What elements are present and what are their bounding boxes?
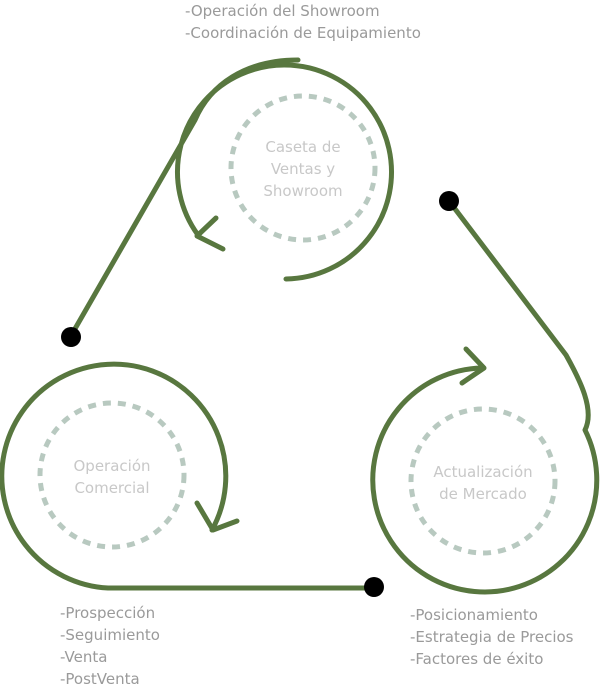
caseta-node-label: Caseta de Ventas y Showroom	[263, 138, 343, 200]
list-item: -Prospección	[60, 604, 156, 622]
operacion-node-label: Operación Comercial	[73, 457, 151, 497]
list-item: -PostVenta	[60, 670, 140, 688]
list-item: -Estrategia de Precios	[410, 628, 574, 646]
list-item: -Coordinación de Equipamiento	[185, 24, 421, 42]
actualizacion-node-label: Actualización de Mercado	[433, 463, 533, 503]
operacion-activities-list: -Prospección -Seguimiento -Venta -PostVe…	[60, 602, 160, 690]
connector-dot-left	[61, 327, 81, 347]
caseta-arrow-icon	[194, 215, 226, 252]
connector-dot-bottom	[364, 577, 384, 597]
operacion-ring	[0, 361, 377, 591]
list-item: -Posicionamiento	[410, 606, 538, 624]
caseta-inner-dashed	[228, 93, 378, 243]
caseta-ring	[69, 57, 394, 337]
actualizacion-arrow-icon	[459, 346, 487, 386]
operacion-arrow-icon	[194, 500, 240, 533]
caseta-activities-list: -Operación del Showroom -Coordinación de…	[185, 0, 421, 44]
actualizacion-inner-dashed	[408, 406, 558, 556]
actualizacion-ring	[370, 198, 600, 595]
actualizacion-activities-list: -Posicionamiento -Estrategia de Precios …	[410, 604, 573, 670]
connector-dot-top	[439, 191, 459, 211]
operacion-inner-dashed	[37, 400, 187, 550]
list-item: -Factores de éxito	[410, 650, 544, 668]
list-item: -Seguimiento	[60, 626, 160, 644]
list-item: -Operación del Showroom	[185, 2, 380, 20]
list-item: -Venta	[60, 648, 108, 666]
